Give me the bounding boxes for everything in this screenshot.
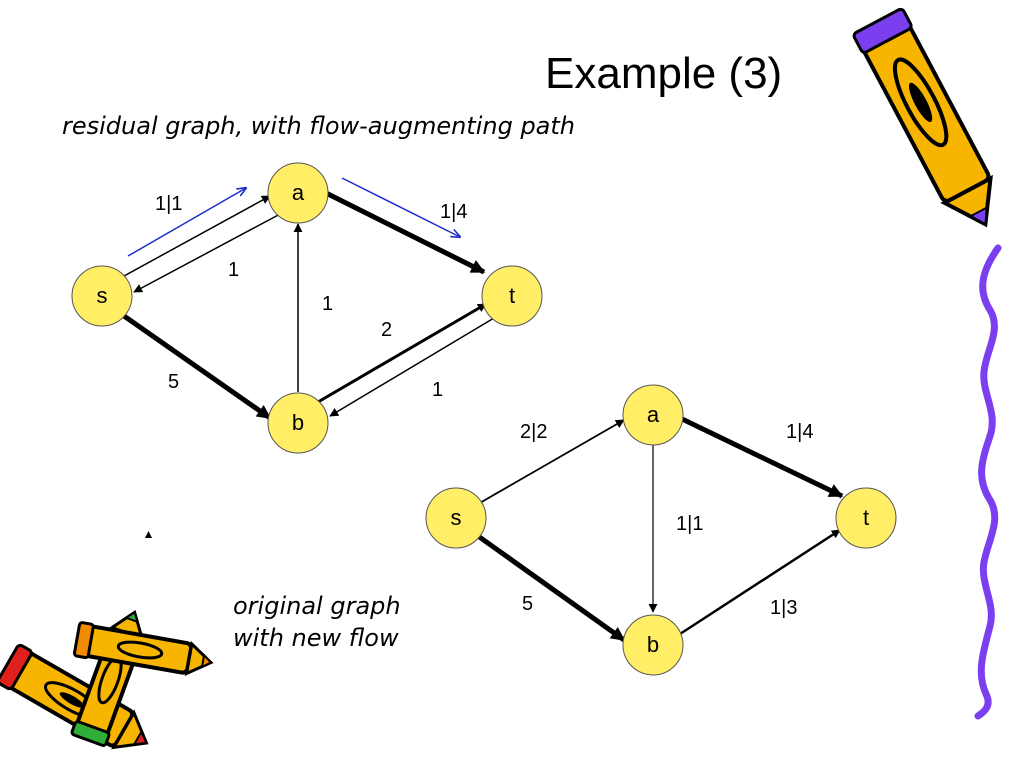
original-label-b-t: 1|3 [770, 597, 797, 619]
original-edge-b-t [679, 528, 841, 636]
original-node-t: t [835, 487, 897, 549]
residual-edge-a-t [324, 190, 486, 275]
original-edge-a-t [678, 415, 844, 499]
original-graph: 2|2 1|4 1|1 5 1|3 a s t b [425, 384, 897, 676]
original-label-s-b: 5 [522, 593, 533, 615]
residual-edge-s-a [123, 195, 271, 277]
caption: original graph with new flow [233, 590, 401, 654]
residual-node-b-label: b [292, 410, 304, 435]
original-label-s-a: 2|2 [520, 421, 547, 443]
residual-node-b: b [267, 392, 329, 454]
residual-edge-a-s [133, 212, 283, 293]
caption-line-1: original graph [233, 592, 401, 620]
original-node-a-label: a [647, 402, 660, 427]
residual-label-a-t: 1|4 [440, 201, 467, 223]
bullet-mark [145, 531, 152, 538]
residual-graph: 1|1 1|4 1 1 2 1 5 a s t b [71, 162, 543, 454]
crayon-bottom-left-orange-icon [72, 621, 214, 676]
slide-title: Example (3) [545, 49, 783, 98]
residual-node-s: s [71, 265, 133, 327]
original-node-s: s [425, 487, 487, 549]
residual-node-t-label: t [509, 283, 515, 308]
residual-node-t: t [481, 265, 543, 327]
residual-label-a-s: 1 [228, 259, 239, 281]
original-node-t-label: t [863, 505, 869, 530]
wavy-border-decoration [974, 244, 1002, 720]
original-node-a: a [622, 384, 684, 446]
residual-label-s-b: 5 [168, 371, 179, 393]
residual-edge-t-b [329, 317, 495, 417]
original-label-a-t: 1|4 [786, 421, 813, 443]
original-label-a-b: 1|1 [676, 513, 703, 535]
original-edge-s-b [476, 533, 626, 643]
residual-label-t-b: 1 [432, 379, 443, 401]
residual-node-s-label: s [97, 283, 108, 308]
original-edge-s-a [477, 419, 625, 505]
augment-path-s-a [127, 188, 246, 257]
original-node-b: b [622, 614, 684, 676]
residual-edge-s-b [122, 313, 272, 421]
residual-label-b-a: 1 [322, 293, 333, 315]
original-node-s-label: s [451, 505, 462, 530]
augment-path-a-t [341, 177, 460, 237]
residual-label-s-a: 1|1 [155, 193, 182, 215]
residual-node-a-label: a [292, 180, 305, 205]
residual-edge-b-t [317, 302, 487, 404]
residual-node-a: a [267, 162, 329, 224]
crayon-top-right-icon [852, 7, 993, 228]
residual-label-b-t: 2 [381, 319, 392, 341]
subtitle: residual graph, with flow-augmenting pat… [62, 112, 576, 140]
original-node-b-label: b [647, 632, 659, 657]
caption-line-2: with new flow [233, 624, 399, 652]
